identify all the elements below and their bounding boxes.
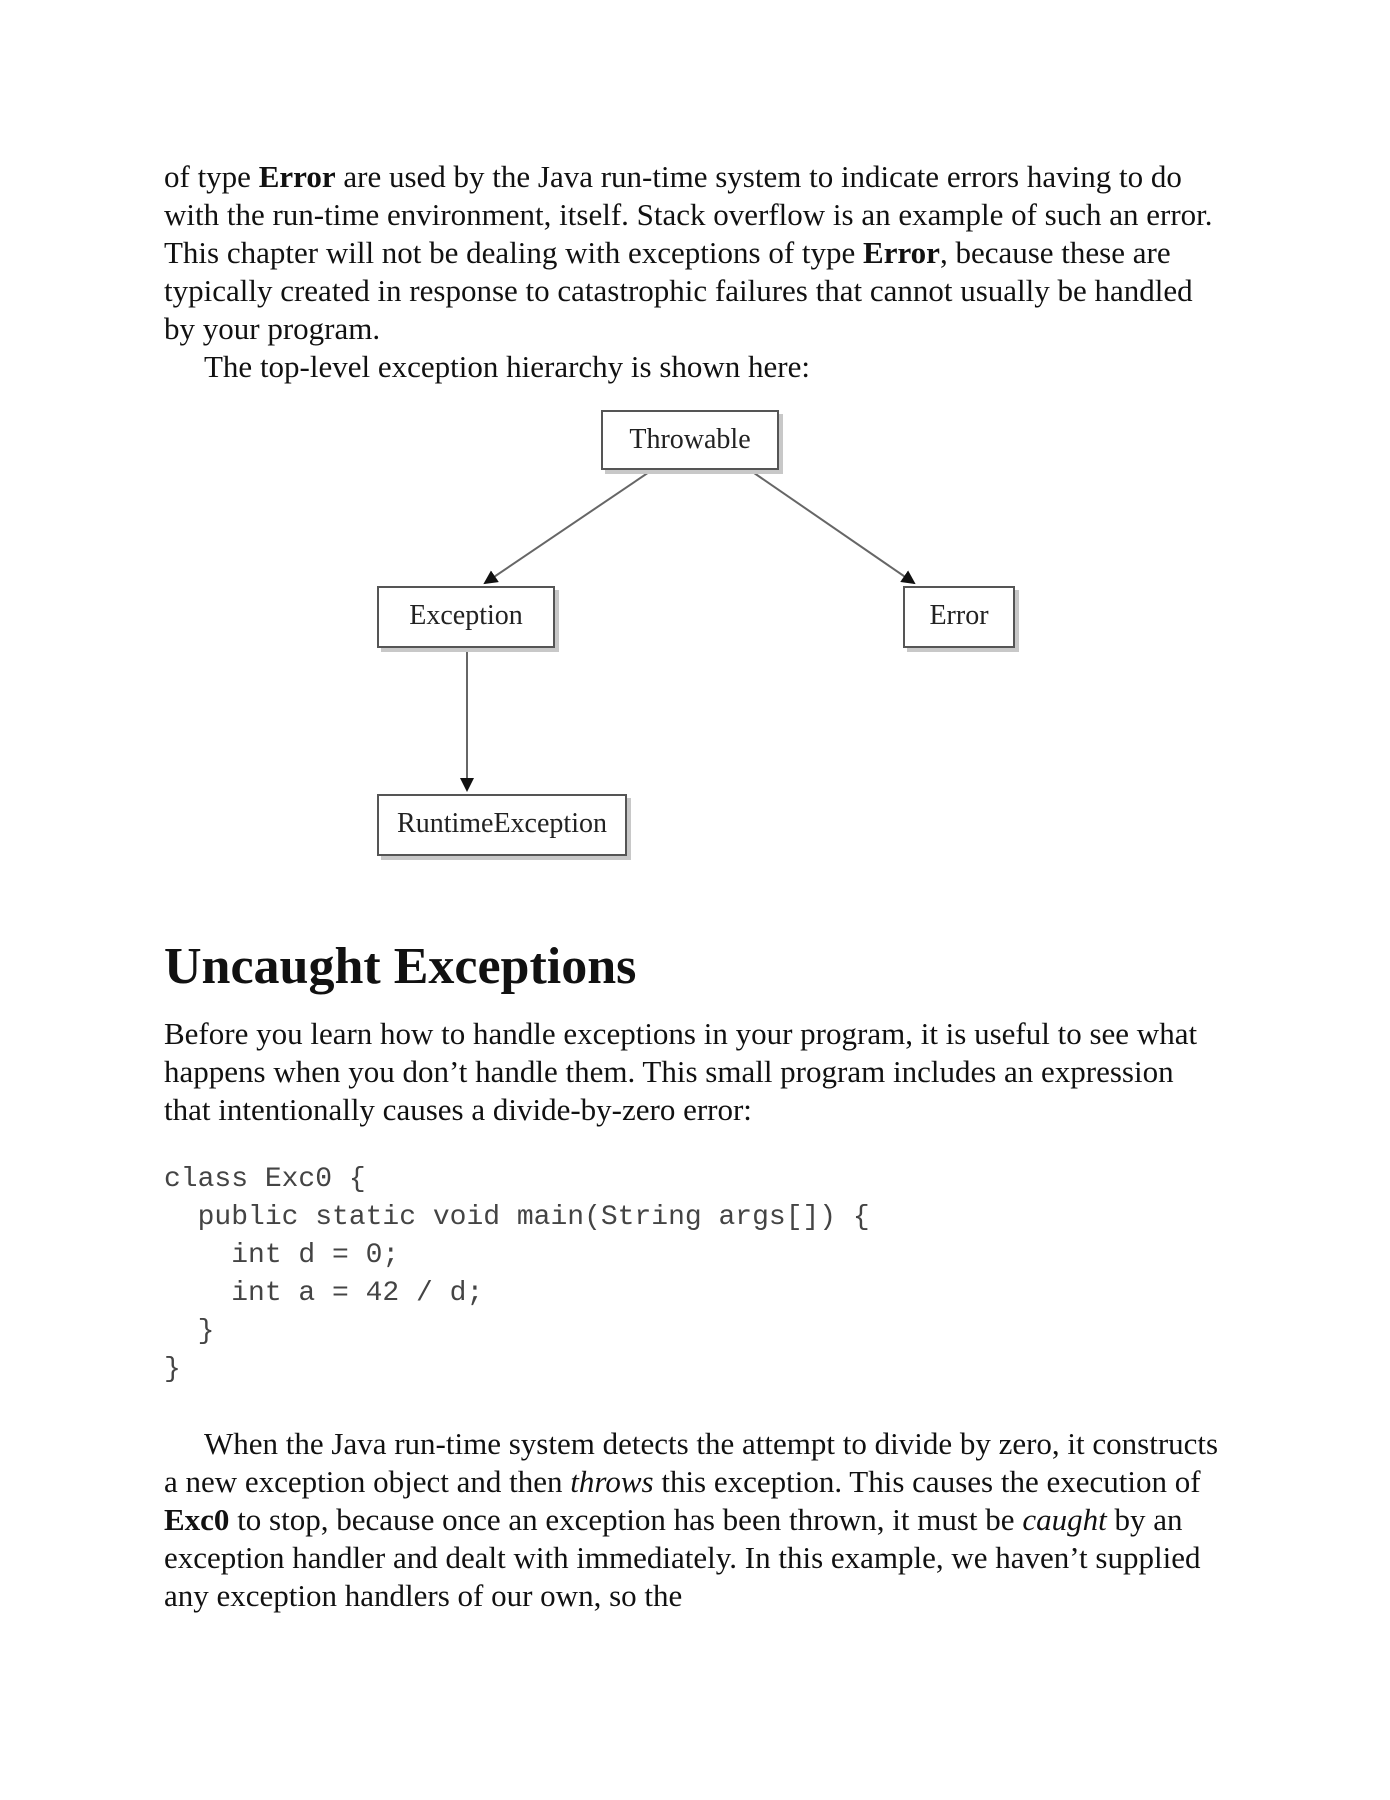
exc0-term: Exc0 — [164, 1502, 230, 1537]
error-term: Error — [258, 159, 336, 194]
throws-term: throws — [570, 1464, 654, 1499]
error-term: Error — [863, 235, 940, 270]
hierarchy-arrows — [460, 463, 916, 792]
arrow-throwable-error — [740, 463, 916, 585]
node-exception: Exception — [377, 586, 555, 648]
section-paragraph-2: When the Java run-time system detects th… — [164, 1426, 1219, 1613]
uncaught-exceptions-section: Uncaught Exceptions Before you learn how… — [164, 935, 1224, 1615]
hierarchy-intro: The top-level exception hierarchy is sho… — [204, 349, 810, 384]
section-heading: Uncaught Exceptions — [164, 938, 637, 995]
code-listing: class Exc0 { public static void main(Str… — [164, 1164, 870, 1385]
exception-hierarchy-diagram: Throwable Exception Error RuntimeExcepti… — [164, 402, 1224, 922]
node-runtime-exception: RuntimeException — [377, 794, 627, 856]
node-throwable: Throwable — [601, 410, 779, 470]
page-content: of type Error are used by the Java run-t… — [164, 158, 1224, 922]
caught-term: caught — [1022, 1502, 1107, 1537]
section-paragraph-1: Before you learn how to handle exception… — [164, 1016, 1198, 1127]
arrow-throwable-exception — [483, 463, 662, 585]
intro-paragraph: of type Error are used by the Java run-t… — [164, 159, 1213, 346]
node-error: Error — [903, 586, 1015, 648]
